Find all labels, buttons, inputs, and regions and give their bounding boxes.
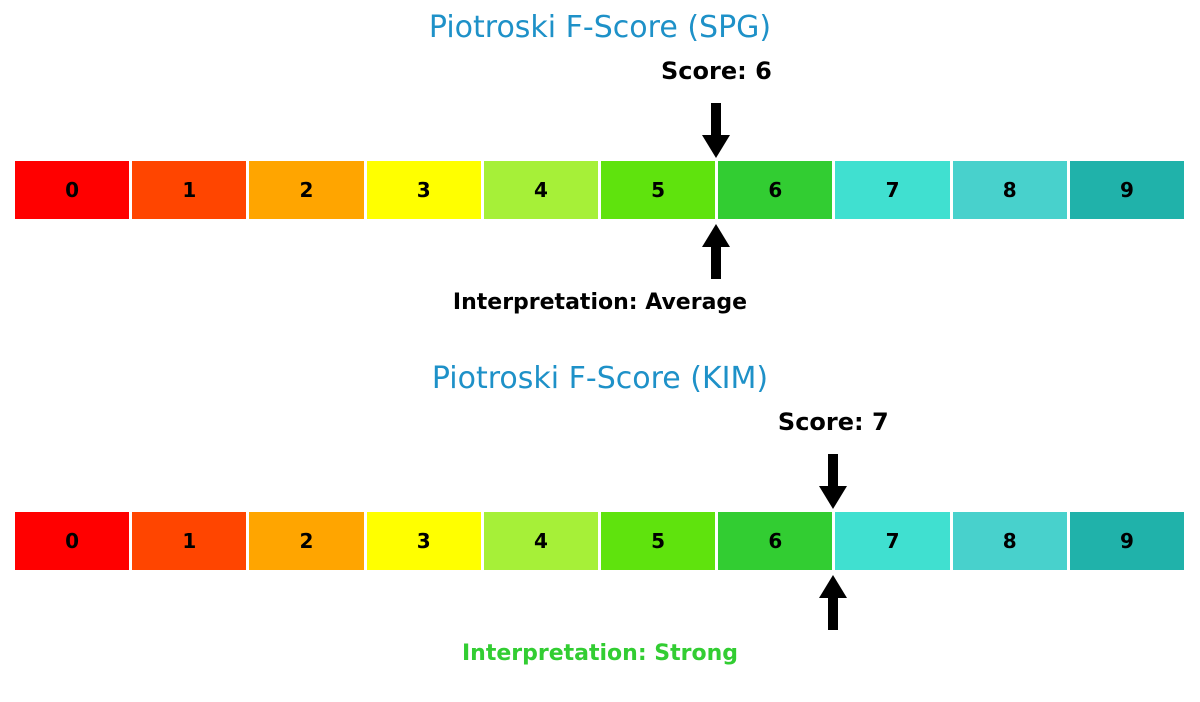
scale-segment-6: 6 bbox=[718, 512, 833, 570]
scale-segment-8: 8 bbox=[952, 512, 1067, 570]
arrow-stem bbox=[828, 454, 839, 486]
scale-segment-7: 7 bbox=[835, 161, 950, 219]
scale-segment-1: 1 bbox=[132, 512, 247, 570]
scale-segment-label: 5 bbox=[651, 178, 666, 202]
arrow-stem bbox=[828, 598, 839, 630]
scale-segment-label: 7 bbox=[885, 178, 900, 202]
scale-segment-label: 7 bbox=[885, 529, 900, 553]
scale-segment-6: 6 bbox=[718, 161, 833, 219]
scale-segment-5: 5 bbox=[601, 512, 716, 570]
scale-segment-label: 2 bbox=[299, 178, 314, 202]
scale-segment-label: 2 bbox=[299, 529, 314, 553]
scale-segment-9: 9 bbox=[1069, 161, 1185, 219]
arrow-stem bbox=[711, 247, 722, 279]
scale-segment-label: 0 bbox=[65, 529, 80, 553]
scale-segment-label: 0 bbox=[65, 178, 80, 202]
score-arrow-down-icon bbox=[702, 103, 731, 158]
scale-segment-label: 3 bbox=[416, 178, 431, 202]
scale-segment-label: 6 bbox=[768, 529, 783, 553]
scale-segment-7: 7 bbox=[835, 512, 950, 570]
interpretation-label-kim: Interpretation: Strong bbox=[461, 641, 739, 666]
interpretation-label-spg: Interpretation: Average bbox=[452, 290, 748, 315]
scale-segment-0: 0 bbox=[15, 161, 130, 219]
scale-segment-4: 4 bbox=[483, 512, 599, 570]
fscore-scale-bar: 0 1 2 3 4 5 6 7 8 9 bbox=[15, 512, 1185, 570]
score-label-spg: Score: 6 bbox=[661, 57, 772, 85]
scale-segment-label: 8 bbox=[1002, 529, 1017, 553]
score-arrow-up-icon bbox=[702, 224, 731, 279]
scale-segment-3: 3 bbox=[366, 161, 481, 219]
scale-segment-label: 8 bbox=[1002, 178, 1017, 202]
scale-segment-label: 3 bbox=[416, 529, 431, 553]
scale-segment-4: 4 bbox=[483, 161, 599, 219]
scale-segment-5: 5 bbox=[601, 161, 716, 219]
scale-segment-label: 1 bbox=[182, 178, 197, 202]
scale-segment-label: 1 bbox=[182, 529, 197, 553]
arrow-head bbox=[819, 575, 848, 598]
scale-segment-2: 2 bbox=[249, 161, 364, 219]
scale-segment-label: 5 bbox=[651, 529, 666, 553]
scale-segment-2: 2 bbox=[249, 512, 364, 570]
arrow-head bbox=[702, 135, 731, 158]
score-arrow-up-icon bbox=[819, 575, 848, 630]
chart-title-kim: Piotroski F-Score (KIM) bbox=[431, 361, 769, 396]
arrow-head bbox=[702, 224, 731, 247]
arrow-stem bbox=[711, 103, 722, 135]
scale-segment-label: 6 bbox=[768, 178, 783, 202]
fscore-scale-bar: 0 1 2 3 4 5 6 7 8 9 bbox=[15, 161, 1185, 219]
arrow-head bbox=[819, 486, 848, 509]
scale-segment-label: 9 bbox=[1119, 178, 1134, 202]
scale-segment-label: 4 bbox=[533, 178, 548, 202]
scale-segment-1: 1 bbox=[132, 161, 247, 219]
scale-segment-8: 8 bbox=[952, 161, 1067, 219]
score-label-kim: Score: 7 bbox=[777, 408, 889, 436]
scale-segment-label: 9 bbox=[1119, 529, 1134, 553]
scale-segment-label: 4 bbox=[533, 529, 548, 553]
scale-segment-3: 3 bbox=[366, 512, 481, 570]
fscore-chart-spg: Piotroski F-Score (SPG) Score: 6 0 1 2 3 4 5 6… bbox=[15, 10, 1185, 315]
fscore-chart-kim: Piotroski F-Score (KIM) Score: 7 0 1 2 3 4 5 6… bbox=[0, 351, 1200, 702]
scale-segment-9: 9 bbox=[1069, 512, 1185, 570]
chart-title-spg: Piotroski F-Score (SPG) bbox=[428, 10, 772, 45]
score-arrow-down-icon bbox=[819, 454, 848, 509]
scale-segment-0: 0 bbox=[15, 512, 130, 570]
